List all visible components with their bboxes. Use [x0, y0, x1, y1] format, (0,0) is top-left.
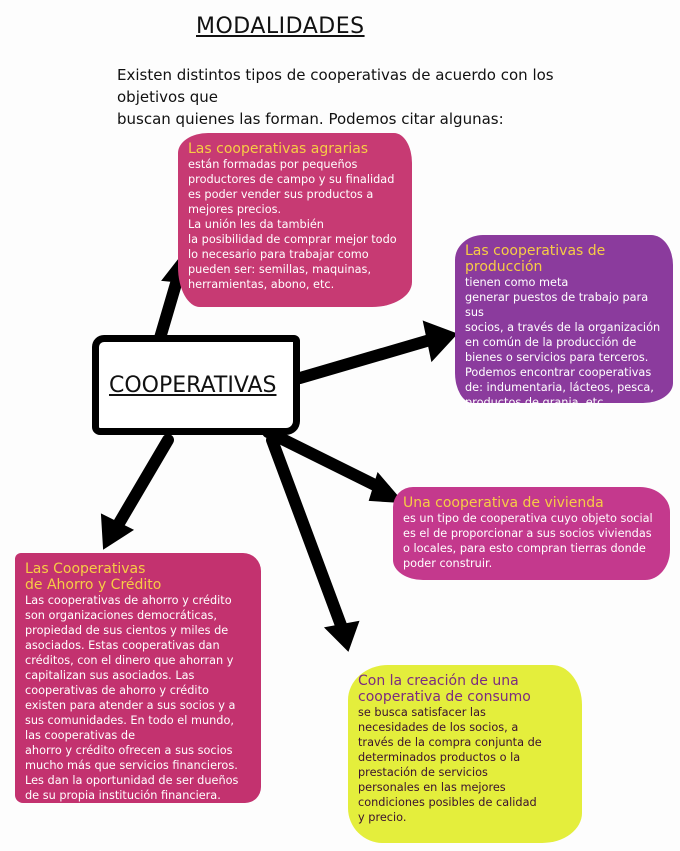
consumo-body: se busca satisfacer las necesidades de l…: [358, 706, 542, 824]
produccion-title: Las cooperativas de producción: [465, 243, 606, 275]
produccion-body: tienen como meta generar puestos de trab…: [465, 276, 661, 409]
cooperativas-center-box: COOPERATIVAS: [92, 335, 300, 435]
page-title: MODALIDADES: [196, 14, 365, 39]
consumo-title: Con la creación de una cooperativa de co…: [358, 673, 531, 705]
vivienda-body: es un tipo de cooperativa cuyo objeto so…: [403, 512, 653, 570]
arrow-to-produccion: [294, 320, 458, 384]
consumo-box: Con la creación de una cooperativa de co…: [348, 665, 582, 843]
ahorro-credito-box: Las Cooperativas de Ahorro y Crédito Las…: [15, 553, 261, 803]
arrow-to-ahorro: [100, 434, 174, 550]
arrow-to-consumo: [266, 434, 360, 652]
agrarias-box: Las cooperativas agrarias están formadas…: [178, 133, 412, 307]
vivienda-box: Una cooperativa de vivienda es un tipo d…: [393, 487, 670, 580]
vivienda-title: Una cooperativa de vivienda: [403, 495, 604, 511]
produccion-box: Las cooperativas de producción tienen co…: [455, 235, 673, 409]
ahorro-title: Las Cooperativas de Ahorro y Crédito: [25, 561, 162, 593]
arrow-to-vivienda: [262, 426, 405, 504]
agrarias-body: están formadas por pequeños productores …: [188, 158, 397, 291]
agrarias-title: Las cooperativas agrarias: [188, 141, 369, 157]
center-label: COOPERATIVAS: [109, 372, 277, 398]
ahorro-body: Las cooperativas de ahorro y crédito son…: [25, 594, 239, 802]
intro-text: Existen distintos tipos de cooperativas …: [117, 66, 554, 128]
